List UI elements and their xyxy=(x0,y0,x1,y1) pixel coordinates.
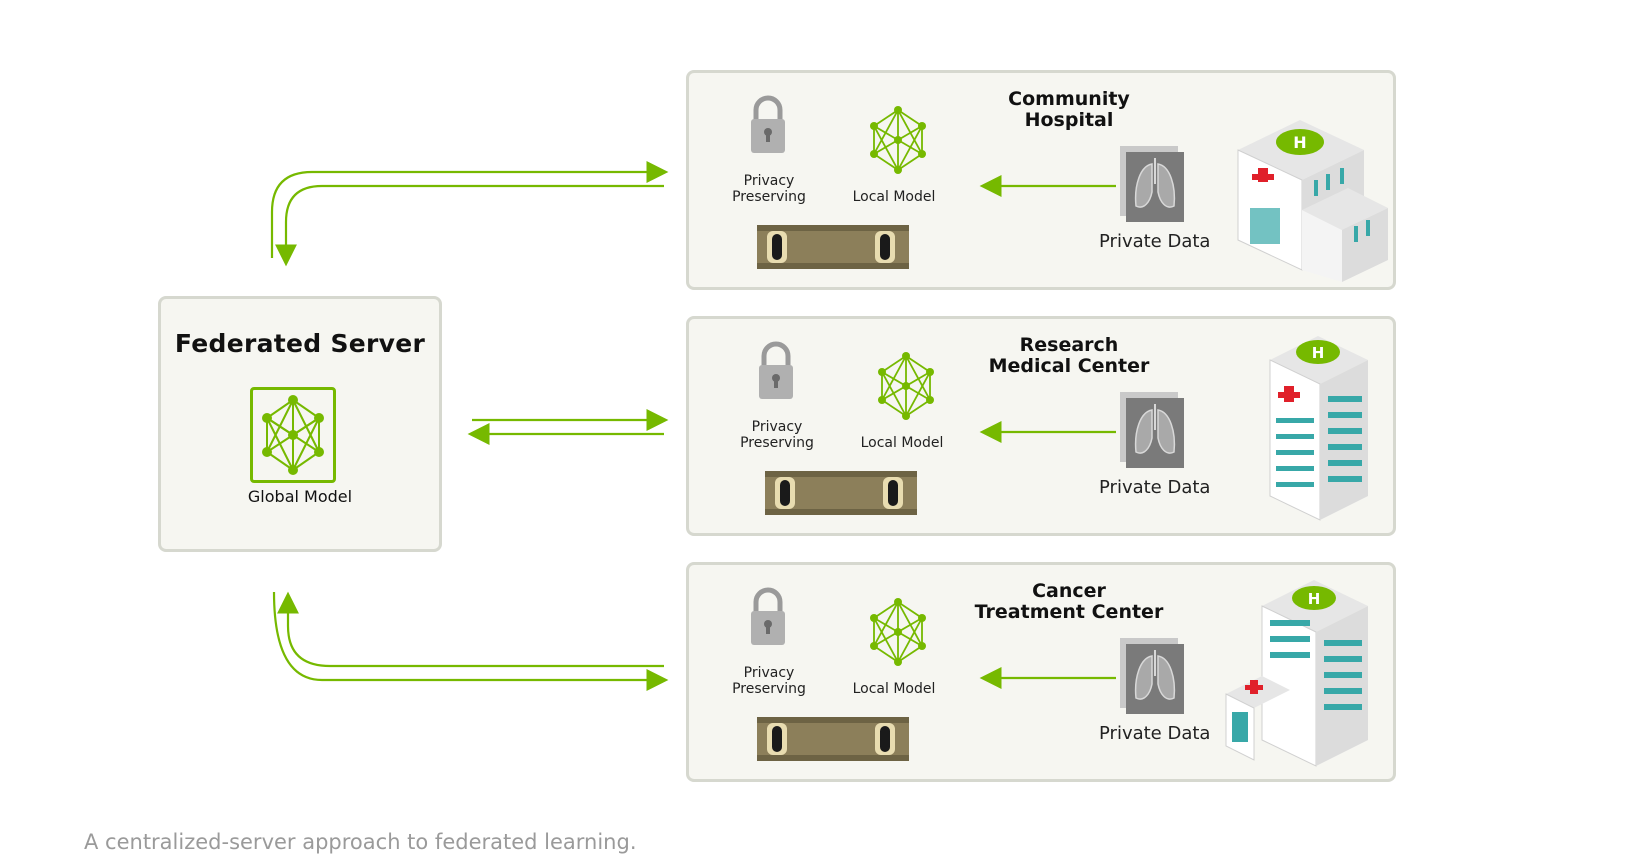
private-data-label: Private Data xyxy=(1099,723,1211,744)
lock-icon xyxy=(759,344,793,399)
svg-text:H: H xyxy=(1312,344,1325,362)
local-model-label: Local Model xyxy=(852,681,936,697)
hospital-building-icon: H xyxy=(1269,336,1368,521)
panel-title: Cancer Treatment Center xyxy=(974,580,1164,623)
privacy-label: Privacy Preserving xyxy=(732,665,806,697)
lung-scan-icon xyxy=(1119,391,1185,469)
local-model-label: Local Model xyxy=(852,189,936,205)
arrow-icon xyxy=(275,184,664,267)
svg-text:H: H xyxy=(1308,590,1321,608)
server-hardware-icon xyxy=(757,717,909,761)
lock-icon xyxy=(751,98,785,153)
figure-caption: A centralized-server approach to federat… xyxy=(84,830,637,854)
neural-network-icon xyxy=(869,597,927,667)
privacy-label: Privacy Preserving xyxy=(732,173,806,205)
private-data-label: Private Data xyxy=(1099,477,1211,498)
global-model-label: Global Model xyxy=(247,487,353,506)
lock-icon xyxy=(751,590,785,645)
svg-text:H: H xyxy=(1293,133,1306,152)
server-hardware-icon xyxy=(757,225,909,269)
private-data-label: Private Data xyxy=(1099,231,1211,252)
privacy-label: Privacy Preserving xyxy=(740,419,814,451)
panel-title: Community Hospital xyxy=(1008,88,1130,131)
global-model-box xyxy=(250,387,336,483)
lung-scan-icon xyxy=(1119,637,1185,715)
hospital-building-icon: H xyxy=(1225,580,1368,767)
neural-network-icon xyxy=(262,395,324,475)
local-model-label: Local Model xyxy=(860,435,944,451)
panel-title: Research Medical Center xyxy=(988,334,1150,377)
server-title: Federated Server xyxy=(174,329,426,358)
neural-network-icon xyxy=(877,351,935,421)
neural-network-icon xyxy=(869,105,927,175)
arrow-icon xyxy=(272,591,669,691)
hospital-building-icon: H xyxy=(1237,120,1388,282)
lung-scan-icon xyxy=(1119,145,1185,223)
server-hardware-icon xyxy=(765,471,917,515)
arrow-icon xyxy=(270,161,669,258)
arrow-icon xyxy=(277,591,664,668)
federated-server-box: Federated Server Global Model xyxy=(158,296,442,552)
